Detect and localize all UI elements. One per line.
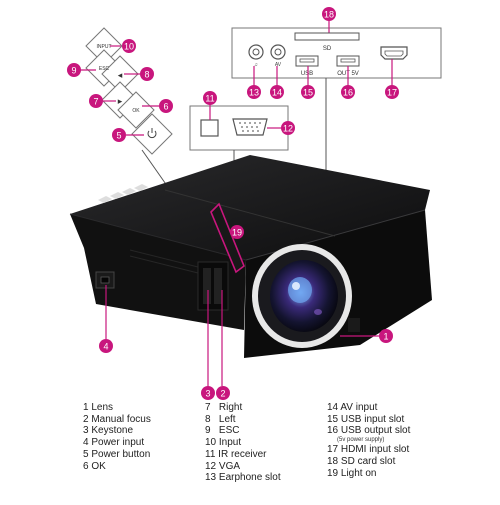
projector-callouts: 19 4 1 3 2 [99,225,393,400]
svg-text:19: 19 [232,228,242,238]
legend-item: 1 Lens [83,402,114,413]
callout-2: 2 [216,386,230,400]
legend-item: 15 USB input slot [327,413,405,425]
svg-text:7: 7 [93,97,98,107]
earphone-icon: ♫ [254,62,258,68]
legend-item: 12 VGA [205,460,241,472]
projector-body [69,155,432,358]
vga-pins [239,122,261,132]
top-keypad-marks [98,184,148,203]
svg-text:14: 14 [272,88,282,98]
ok-button-label: OK [132,108,140,114]
legend-item: 2 Manual focus [83,413,151,425]
vga-port [232,118,268,136]
svg-text:8: 8 [144,70,149,80]
keypad: INPUT ESC ◂ ▸ OK 10 9 8 [67,27,173,155]
legend-item: 17 HDMI input slot [327,444,410,456]
callout-16: 16 [341,85,355,99]
legend-col-1: 1 Lens 2 Manual focus 3 Keystone 4 Power… [83,402,151,472]
power-icon [147,128,157,139]
callout-17: 17 [385,85,399,99]
usb-output-slot [336,55,360,67]
legend-note: (5v power supply) [337,437,385,444]
usb-label: USB [301,71,313,77]
callout-3: 3 [201,386,215,400]
svg-text:16: 16 [343,88,353,98]
svg-text:3: 3 [205,389,210,399]
svg-text:6: 6 [163,102,168,112]
right-arrow-icon: ▸ [118,96,123,106]
legend-item: 7 Right [205,402,243,413]
svg-text:18: 18 [324,10,334,20]
sd-label: SD [323,46,332,52]
callout-14: 14 [270,85,284,99]
callout-18: 18 [322,7,336,21]
callout-13: 13 [247,85,261,99]
top-panel-leaders [253,59,393,86]
callout-10: 10 [122,39,136,53]
callout-4: 4 [99,339,113,353]
left-arrow-icon: ◂ [118,70,123,80]
legend-item: 3 Keystone [83,425,134,437]
callout-12: 12 [281,121,295,135]
svg-text:17: 17 [387,88,397,98]
top-port-panel: 18 SD ♫ AV USB OUT 5V 13 [231,7,442,99]
legend-item: 8 Left [205,413,236,425]
usb-input-slot [295,55,319,67]
legend-item: 9 ESC [205,425,240,437]
svg-text:15: 15 [303,88,313,98]
legend-col-3: 14 AV input 15 USB input slot 16 USB out… [327,402,410,479]
svg-text:2: 2 [220,389,225,399]
legend-item: 10 Input [205,437,242,449]
legend-item: 19 Light on [327,467,377,479]
projector-top-face [70,155,430,260]
ir-receiver [200,119,219,137]
svg-text:1: 1 [383,332,388,342]
legend-item: 6 OK [83,460,106,472]
callout-7: 7 [89,94,103,108]
svg-text:13: 13 [249,88,259,98]
legend-item: 5 Power button [83,448,151,460]
callout-1: 1 [379,329,393,343]
legend-item: 14 AV input [327,402,378,413]
svg-text:9: 9 [71,66,76,76]
focus-keystone-area [197,261,229,311]
sd-card-slot [294,32,360,41]
esc-button-label: ESC [99,66,110,72]
side-port-panel: 11 12 [189,91,295,151]
power-button-shape [131,113,173,155]
legend-item: 11 IR receiver [205,448,267,460]
callout-9: 9 [67,63,81,77]
legend-item: 18 SD card slot [327,455,396,467]
callout-11: 11 [203,91,217,105]
callout-6: 6 [159,99,173,113]
legend-item: 13 Earphone slot [205,472,281,484]
side-vents [129,249,211,277]
callout-15: 15 [301,85,315,99]
lens [252,244,352,348]
input-button-label: INPUT [97,44,112,50]
svg-text:10: 10 [124,42,134,52]
svg-text:4: 4 [103,342,108,352]
svg-text:12: 12 [283,124,293,134]
svg-text:5: 5 [116,131,121,141]
callout-8: 8 [140,67,154,81]
svg-text:11: 11 [205,94,214,104]
legend-item: 16 USB output slot [327,425,411,437]
ok-button-shape [117,91,155,129]
callout-5: 5 [112,128,126,142]
legend-item: 4 Power input [83,437,145,449]
callout-19: 19 [230,225,244,239]
legend-col-2: 7 Right 8 Left 9 ESC 10 Input 11 IR rece… [205,402,281,484]
av-label: AV [275,62,282,68]
light-on-indicator [210,202,245,274]
